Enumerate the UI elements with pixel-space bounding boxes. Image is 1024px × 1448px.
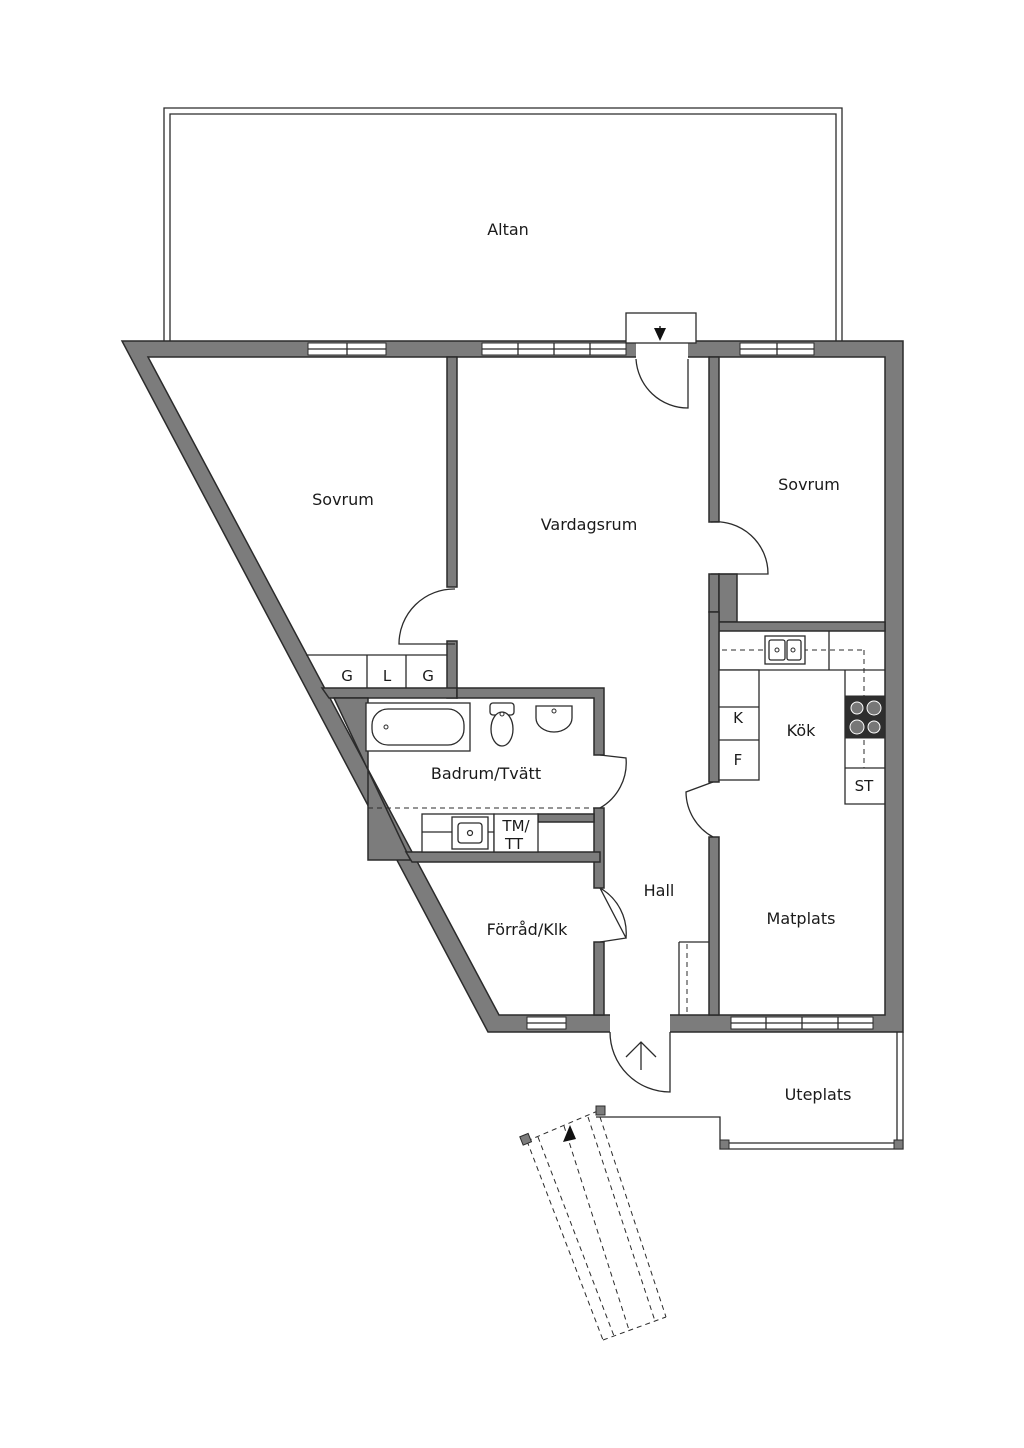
door-kok — [685, 781, 714, 838]
kitchen-sink-icon — [764, 635, 806, 665]
wardrobe-label-2: L — [383, 667, 392, 685]
room-label-matplats: Matplats — [767, 909, 836, 928]
wardrobes: G L G — [306, 654, 447, 688]
room-label-kok: Kök — [787, 721, 816, 740]
hall-closet — [678, 941, 709, 1015]
wardrobe-label-3: G — [422, 667, 434, 685]
window-matplats — [730, 1016, 874, 1030]
room-label-vardagsrum: Vardagsrum — [541, 515, 638, 534]
entrance-arrow-icon — [563, 1125, 576, 1142]
interior-walls — [320, 356, 886, 1016]
bathroom-fixtures: TM/ TT — [365, 702, 594, 853]
wardrobe-label-1: G — [341, 667, 353, 685]
room-label-badrum: Badrum/Tvätt — [431, 764, 541, 783]
windows — [307, 342, 874, 1030]
entrance-steps — [519, 1105, 667, 1341]
fridge-label: K — [733, 709, 744, 727]
window-vardagsrum — [481, 342, 627, 356]
doors — [398, 312, 769, 1093]
toilet-icon — [489, 702, 515, 747]
patio — [596, 1032, 904, 1150]
room-label-forrad: Förråd/Klk — [487, 920, 569, 939]
room-label-altan: Altan — [487, 220, 529, 239]
window-sovrum-right — [739, 342, 815, 356]
door-balcony — [625, 312, 697, 409]
door-forrad — [599, 887, 627, 943]
terrace — [163, 107, 843, 342]
room-label-sovrum-right: Sovrum — [778, 475, 840, 494]
utility-sink-icon — [451, 816, 489, 850]
door-badrum — [599, 754, 627, 809]
bathtub-icon — [365, 702, 471, 752]
room-label-hall: Hall — [644, 881, 675, 900]
freezer-label: F — [734, 751, 743, 769]
laundry-label-line1: TM/ — [501, 817, 530, 835]
window-sovrum-left — [307, 342, 387, 356]
kitchen-fixtures: K F ST — [718, 631, 886, 805]
window-forrad — [526, 1016, 567, 1030]
laundry-label-line2: TT — [504, 835, 524, 853]
stove-icon — [844, 695, 886, 739]
door-sovrum-right — [710, 521, 769, 575]
room-labels: Altan Sovrum Vardagsrum Sovrum Badrum/Tv… — [312, 220, 851, 1104]
room-label-sovrum-left: Sovrum — [312, 490, 374, 509]
dishwasher-label: ST — [855, 777, 875, 795]
door-sovrum-left — [398, 588, 456, 645]
entrance-door-opening — [610, 1014, 670, 1034]
balcony-door-opening — [636, 340, 688, 359]
room-label-uteplats: Uteplats — [785, 1085, 852, 1104]
door-entrance — [609, 1031, 671, 1093]
bathroom-sink-icon — [535, 705, 573, 733]
